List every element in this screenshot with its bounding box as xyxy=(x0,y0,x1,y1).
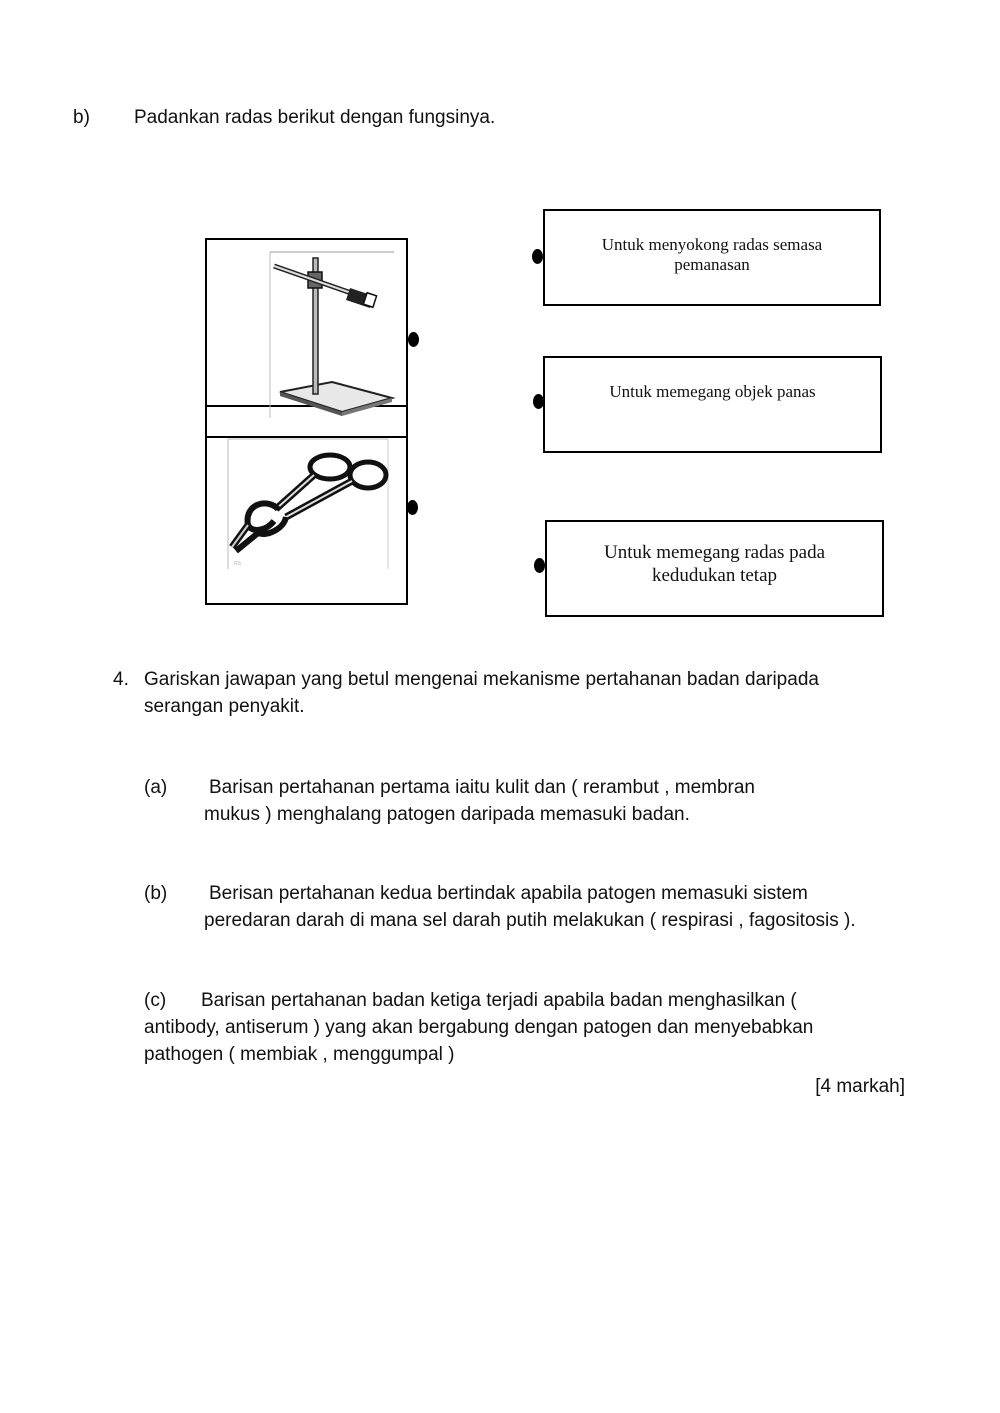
apparatus-2-dot[interactable] xyxy=(407,500,418,515)
function-2-line1: Untuk memegang objek panas xyxy=(609,382,816,401)
item-c-line1: Barisan pertahanan badan ketiga terjadi … xyxy=(201,990,797,1011)
item-b-line2: peredaran darah di mana sel darah putih … xyxy=(204,910,856,931)
function-3-dot[interactable] xyxy=(534,558,545,573)
section-b-label: b) xyxy=(73,107,90,128)
item-c-label: (c) xyxy=(144,990,167,1011)
item-c-line3: pathogen ( membiak , menggumpal ) xyxy=(144,1044,455,1065)
item-b-line1: Berisan pertahanan kedua bertindak apabi… xyxy=(209,883,808,904)
item-a-line2: mukus ) menghalang patogen daripada mema… xyxy=(204,804,690,825)
item-a-label: (a) xyxy=(144,777,168,798)
item-a-line1: Barisan pertahanan pertama iaitu kulit d… xyxy=(209,777,755,798)
function-3-line2: kedudukan tetap xyxy=(651,564,778,586)
item-b-label: (b) xyxy=(144,883,168,904)
question-4-number: 4. xyxy=(113,669,129,690)
function-1-line1: Untuk menyokong radas semasa xyxy=(601,235,823,254)
apparatus-1-dot[interactable] xyxy=(408,332,419,347)
marks-label: [4 markah] xyxy=(815,1076,905,1097)
function-box-2[interactable]: Untuk memegang objek panas xyxy=(543,356,882,453)
tongs-image[interactable]: RS xyxy=(226,437,391,572)
question-4-prompt: Gariskan jawapan yang betul mengenai mek… xyxy=(144,666,904,720)
apparatus-divider-lower xyxy=(205,436,408,438)
svg-text:RS: RS xyxy=(234,561,242,567)
function-3-line1: Untuk memegang radas pada xyxy=(603,542,826,563)
section-b-prompt: Padankan radas berikut dengan fungsinya. xyxy=(134,107,496,128)
item-c-line2: antibody, antiserum ) yang akan bergabun… xyxy=(144,1017,814,1038)
function-1-line2: pemanasan xyxy=(674,255,750,275)
apparatus-divider xyxy=(205,405,408,407)
retort-stand-image[interactable] xyxy=(262,250,402,420)
question-4-line2: serangan penyakit. xyxy=(144,696,305,717)
function-box-1[interactable]: Untuk menyokong radas semasa pemanasan xyxy=(543,209,881,306)
function-1-dot[interactable] xyxy=(532,249,543,264)
function-2-dot[interactable] xyxy=(533,394,544,409)
question-4-line1: Gariskan jawapan yang betul mengenai mek… xyxy=(144,669,819,690)
function-box-3[interactable]: Untuk memegang radas pada kedudukan teta… xyxy=(545,520,884,617)
